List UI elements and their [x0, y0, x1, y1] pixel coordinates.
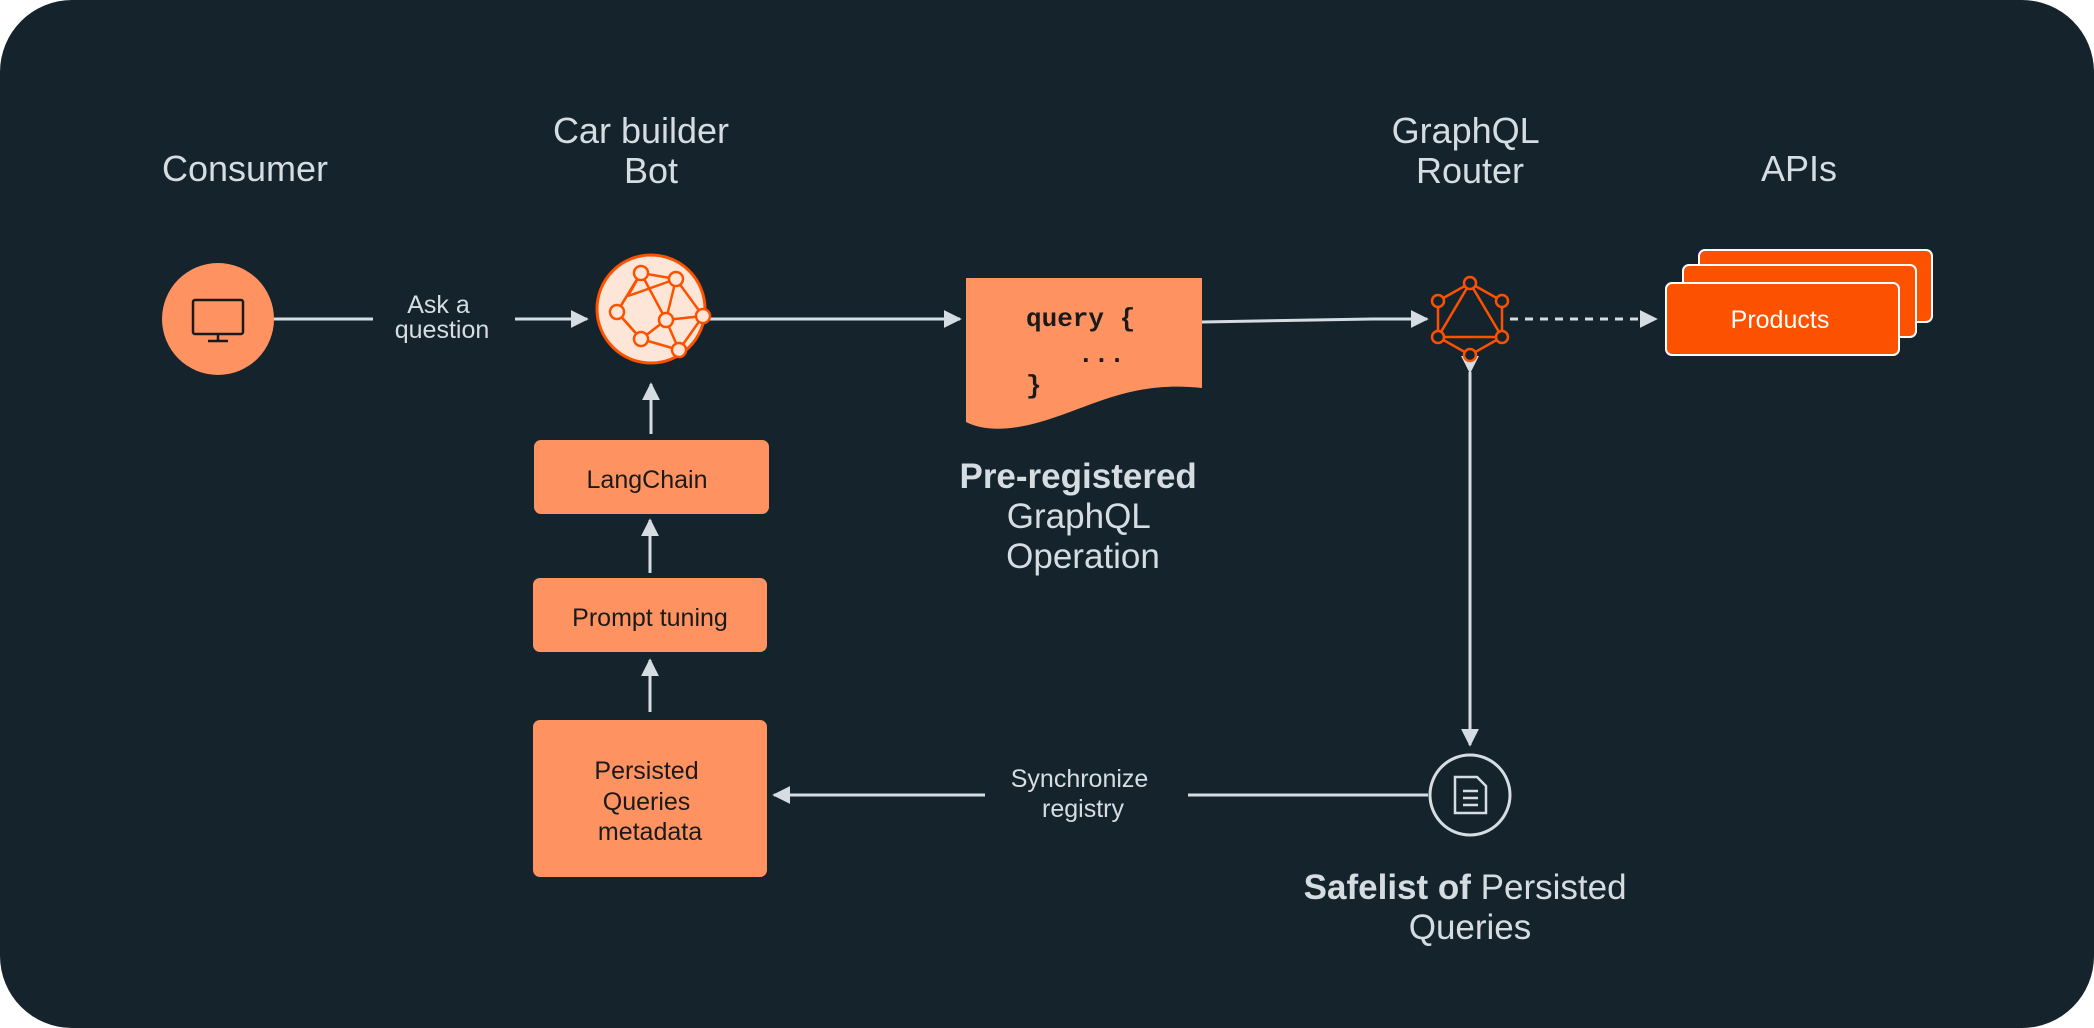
consumer-heading: Consumer: [162, 148, 328, 189]
consumer-node[interactable]: [162, 263, 274, 375]
graphql-icon: [1430, 275, 1510, 363]
neural-network-icon: [608, 264, 712, 359]
apis-heading: APIs: [1761, 148, 1837, 189]
prompt-tuning-box[interactable]: Prompt tuning: [533, 578, 767, 652]
operation-code: query { ... }: [1026, 304, 1151, 401]
connectors: [274, 310, 1658, 804]
safelist-caption-bold: Safelist of: [1304, 868, 1472, 907]
ask-question-label: Ask a question: [395, 291, 490, 344]
safelist-caption-rest: Persisted: [1481, 868, 1627, 907]
langchain-label: LangChain: [587, 466, 708, 494]
api-stack[interactable]: Products: [1665, 249, 1933, 356]
persisted-queries-box[interactable]: Persisted Queries metadata: [533, 720, 767, 877]
products-card: [1665, 282, 1900, 356]
safelist-caption: Safelist of Persisted Queries: [1304, 868, 1637, 947]
operation-caption-bold: Pre-registered: [959, 457, 1196, 496]
persisted-queries-label: Persisted Queries metadata: [594, 757, 705, 846]
prompt-tuning-label: Prompt tuning: [572, 604, 728, 632]
router-heading: GraphQL Router: [1392, 110, 1549, 191]
operation-caption: Pre-registered GraphQL Operation: [959, 457, 1206, 576]
safelist-caption-line2: Queries: [1409, 908, 1532, 947]
edge-operation-to-router: [1201, 310, 1429, 328]
safelist-node[interactable]: [1428, 753, 1512, 837]
langchain-box[interactable]: LangChain: [534, 440, 769, 514]
document-icon: [1453, 775, 1488, 815]
products-label: Products: [1731, 306, 1830, 334]
graphql-router-node[interactable]: [1430, 275, 1510, 363]
bot-node[interactable]: [595, 253, 712, 365]
bot-heading: Car builder Bot: [553, 110, 739, 191]
monitor-icon: [191, 298, 245, 343]
operation-document[interactable]: query { ... }: [966, 278, 1202, 429]
synchronize-registry-label: Synchronize registry: [1011, 765, 1156, 823]
